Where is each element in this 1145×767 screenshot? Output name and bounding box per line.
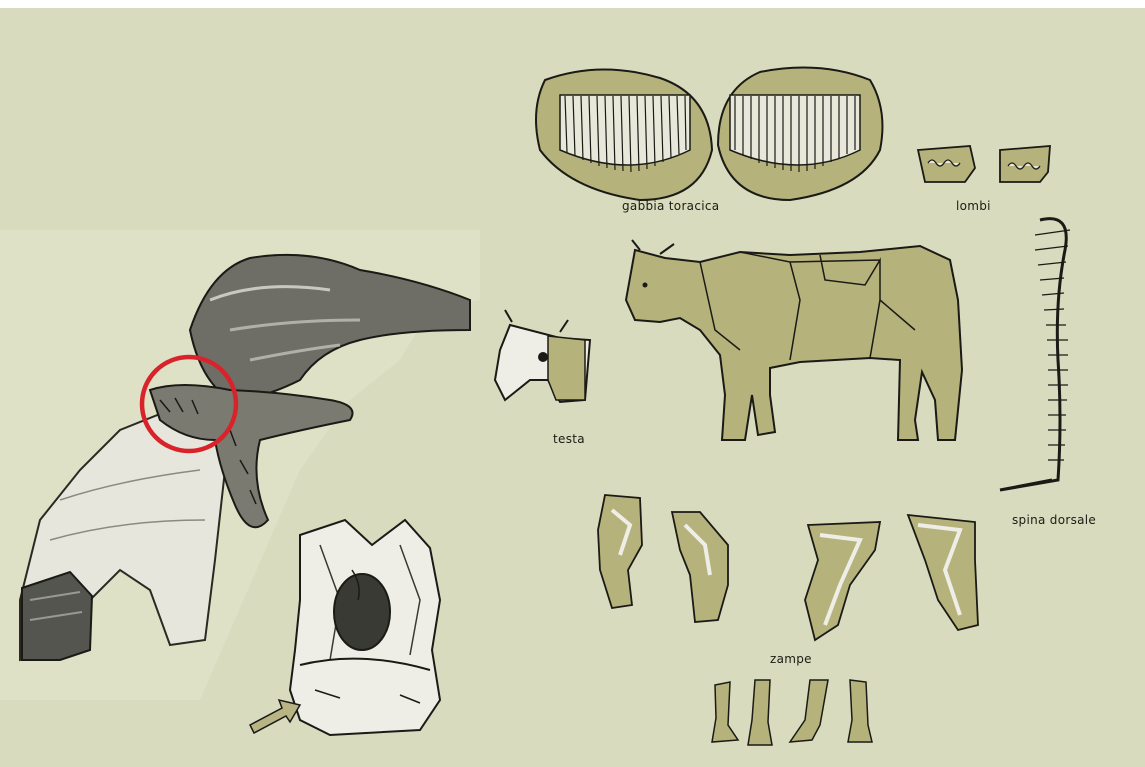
- loins-illustration: [918, 146, 1050, 182]
- label-head: testa: [553, 432, 585, 446]
- cow-illustration: [626, 240, 962, 440]
- bone-section-illustration: [250, 520, 440, 735]
- label-rib-cage: gabbia toracica: [622, 199, 719, 213]
- legs-illustration: [598, 495, 978, 745]
- label-loins: lombi: [956, 199, 991, 213]
- rib-cage-illustration: [536, 68, 882, 201]
- label-spine: spina dorsale: [1012, 513, 1096, 527]
- spine-illustration: [1000, 219, 1070, 490]
- head-illustration: [495, 310, 590, 402]
- pointer-arrow: [250, 700, 300, 733]
- label-legs: zampe: [770, 652, 812, 666]
